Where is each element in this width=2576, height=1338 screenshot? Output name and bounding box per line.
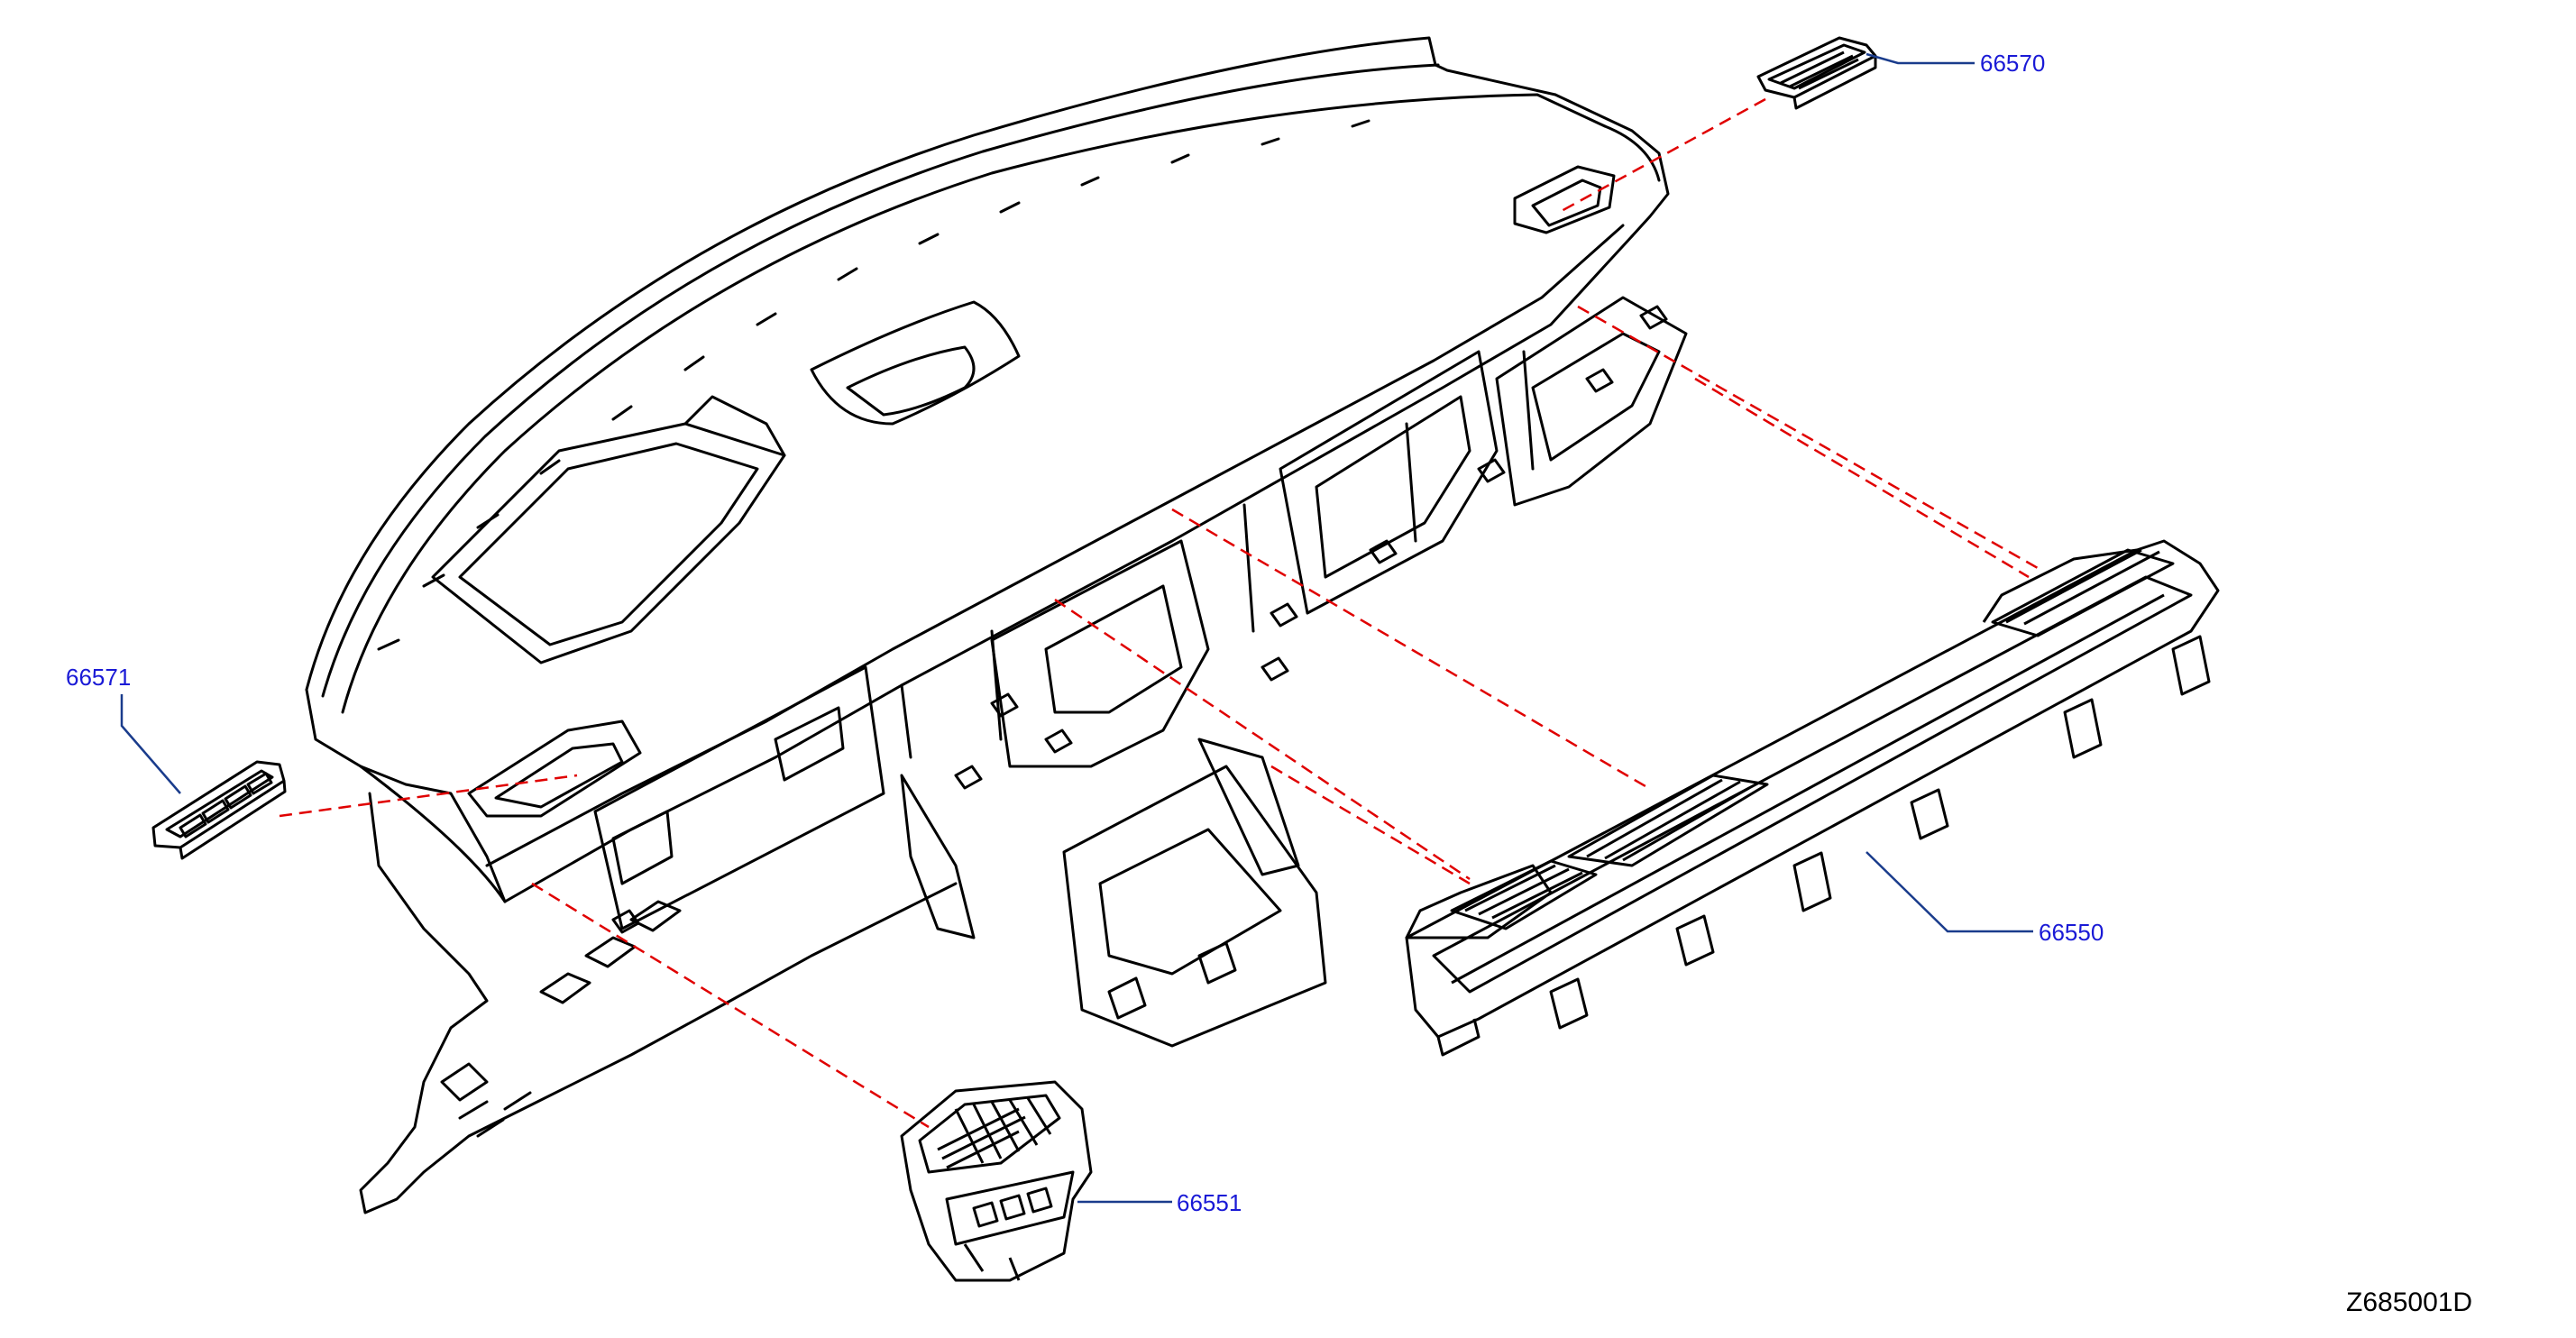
diagram-code: Z685001D xyxy=(2346,1288,2473,1317)
leader-lines xyxy=(120,52,2033,1204)
center-vent-duct-assembly-icon xyxy=(1405,539,2220,1057)
instrument-panel-assembly-icon xyxy=(305,36,1688,1214)
part-label-66550: 66550 xyxy=(2039,919,2104,946)
left-side-vent-grille-icon xyxy=(151,760,287,860)
lower-vent-grille-assembly-icon xyxy=(900,1080,1093,1282)
upper-right-vent-grille-icon xyxy=(1756,36,1877,110)
part-label-66570: 66570 xyxy=(1980,50,2046,77)
part-label-66571: 66571 xyxy=(66,664,132,691)
part-label-66551: 66551 xyxy=(1177,1189,1242,1216)
dashed-connector-lines xyxy=(279,97,2039,1129)
